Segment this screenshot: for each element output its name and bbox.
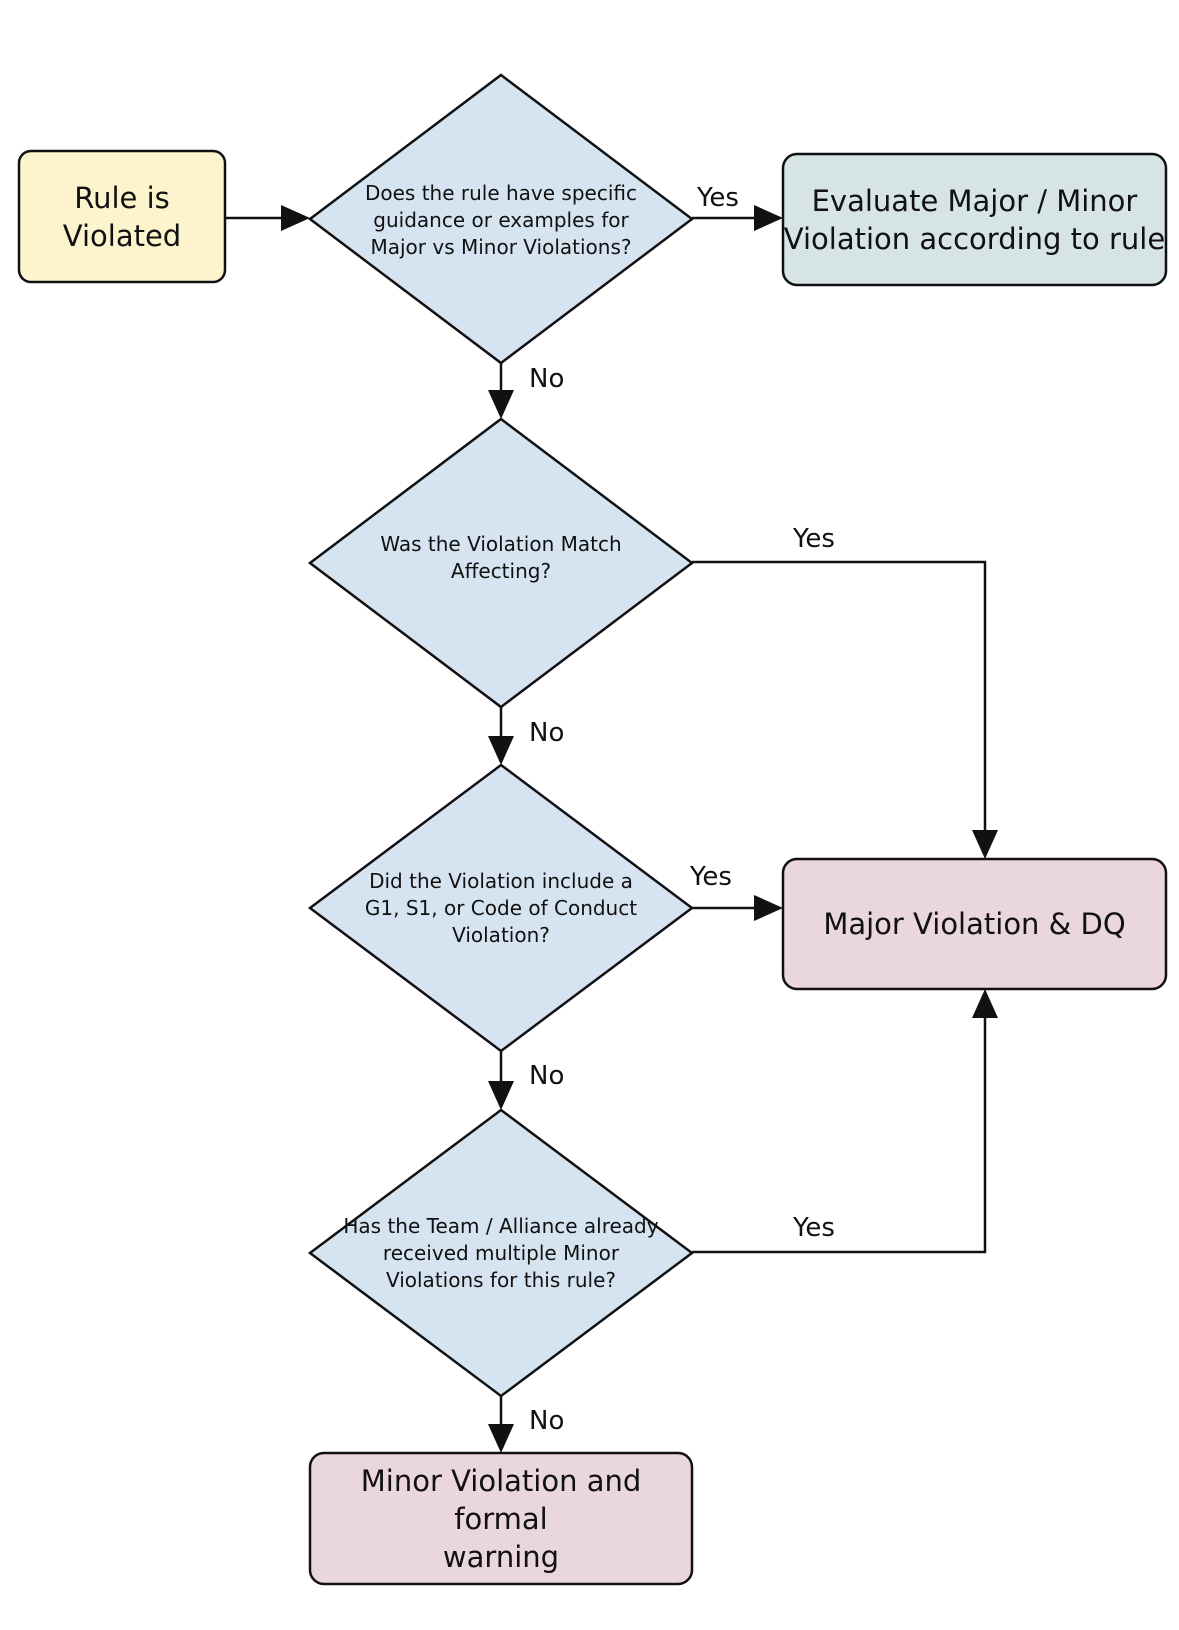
node-major-label: Major Violation & DQ <box>823 907 1126 941</box>
arrowhead-q1-q2 <box>488 390 514 419</box>
node-q3-label: Did the Violation include a G1, S1, or C… <box>364 868 638 947</box>
edge-q2-major <box>692 560 987 833</box>
arrowhead-q2-major <box>972 830 998 859</box>
arrowhead-q3-major <box>754 895 783 921</box>
node-major <box>781 857 1168 991</box>
arrowhead-start-q1 <box>281 205 310 231</box>
node-q2-label: Was the Violation Match Affecting? <box>380 532 622 583</box>
edge-q2-no-label: No <box>529 718 565 748</box>
edge-q2-yes-label: Yes <box>793 524 835 554</box>
node-evaluate-label: Evaluate Major / Minor Violation accordi… <box>783 183 1166 256</box>
edge-q4-no-label: No <box>529 1406 565 1436</box>
edge-q1-no-label: No <box>529 364 565 394</box>
node-start-label: Rule is Violated <box>62 180 182 253</box>
arrowhead-q4-major <box>972 989 998 1018</box>
node-start <box>17 149 227 284</box>
arrowhead-q3-q4 <box>488 1081 514 1110</box>
arrowhead-q1-evaluate <box>754 205 783 231</box>
edge-q1-yes-label: Yes <box>697 183 739 213</box>
node-q4-label: Has the Team / Alliance already received… <box>343 1213 659 1292</box>
node-q1-label: Does the rule have specific guidance or … <box>364 180 637 259</box>
arrowhead-q2-q3 <box>488 736 514 765</box>
edge-q3-yes-label: Yes <box>690 862 732 892</box>
edge-q3-no-label: No <box>529 1061 565 1091</box>
edge-q4-yes-label: Yes <box>793 1213 835 1243</box>
node-minor-label: Minor Violation and formal warning <box>360 1463 642 1574</box>
arrowhead-q4-minor <box>488 1424 514 1453</box>
node-evaluate <box>781 152 1168 287</box>
edge-q4-major <box>692 1016 987 1254</box>
